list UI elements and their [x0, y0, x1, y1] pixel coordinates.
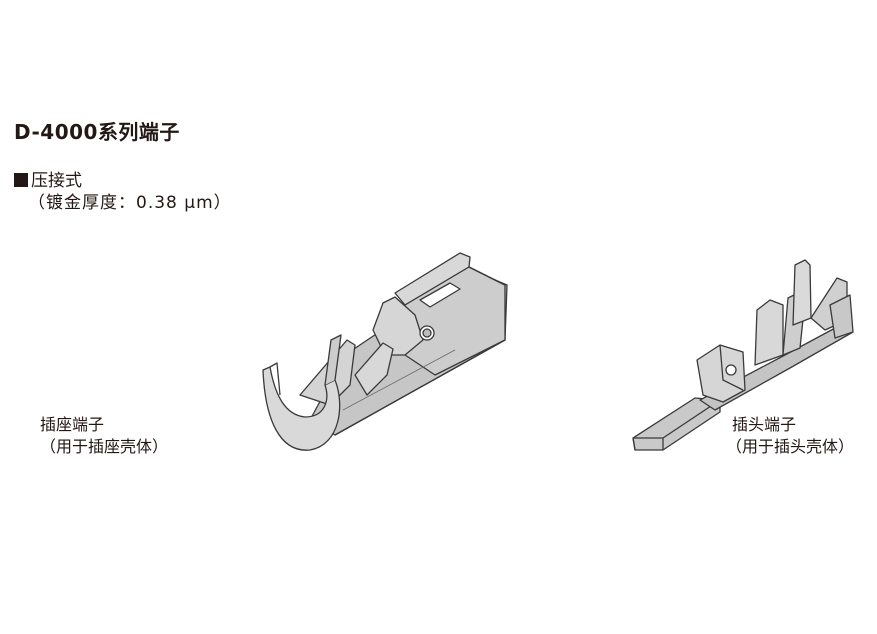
- plug-terminal-caption: 插头端子 （用于插头壳体）: [726, 414, 854, 458]
- page-title: D-4000系列端子: [14, 120, 180, 144]
- socket-terminal-name: 插座端子: [40, 415, 105, 434]
- plating-thickness-note: （镀金厚度：0.38 μm）: [28, 193, 232, 213]
- square-bullet-icon: [14, 173, 28, 187]
- plug-terminal-name: 插头端子: [732, 415, 797, 434]
- crimp-type-section: 压接式 （镀金厚度：0.38 μm）: [14, 170, 232, 214]
- socket-terminal-caption: 插座端子 （用于插座壳体）: [40, 414, 168, 458]
- socket-terminal-usage: （用于插座壳体）: [40, 437, 169, 456]
- section-heading: 压接式: [31, 171, 82, 191]
- socket-terminal-image: [262, 252, 508, 451]
- plug-terminal-usage: （用于插头壳体）: [726, 437, 855, 456]
- plug-terminal-image: [632, 259, 854, 451]
